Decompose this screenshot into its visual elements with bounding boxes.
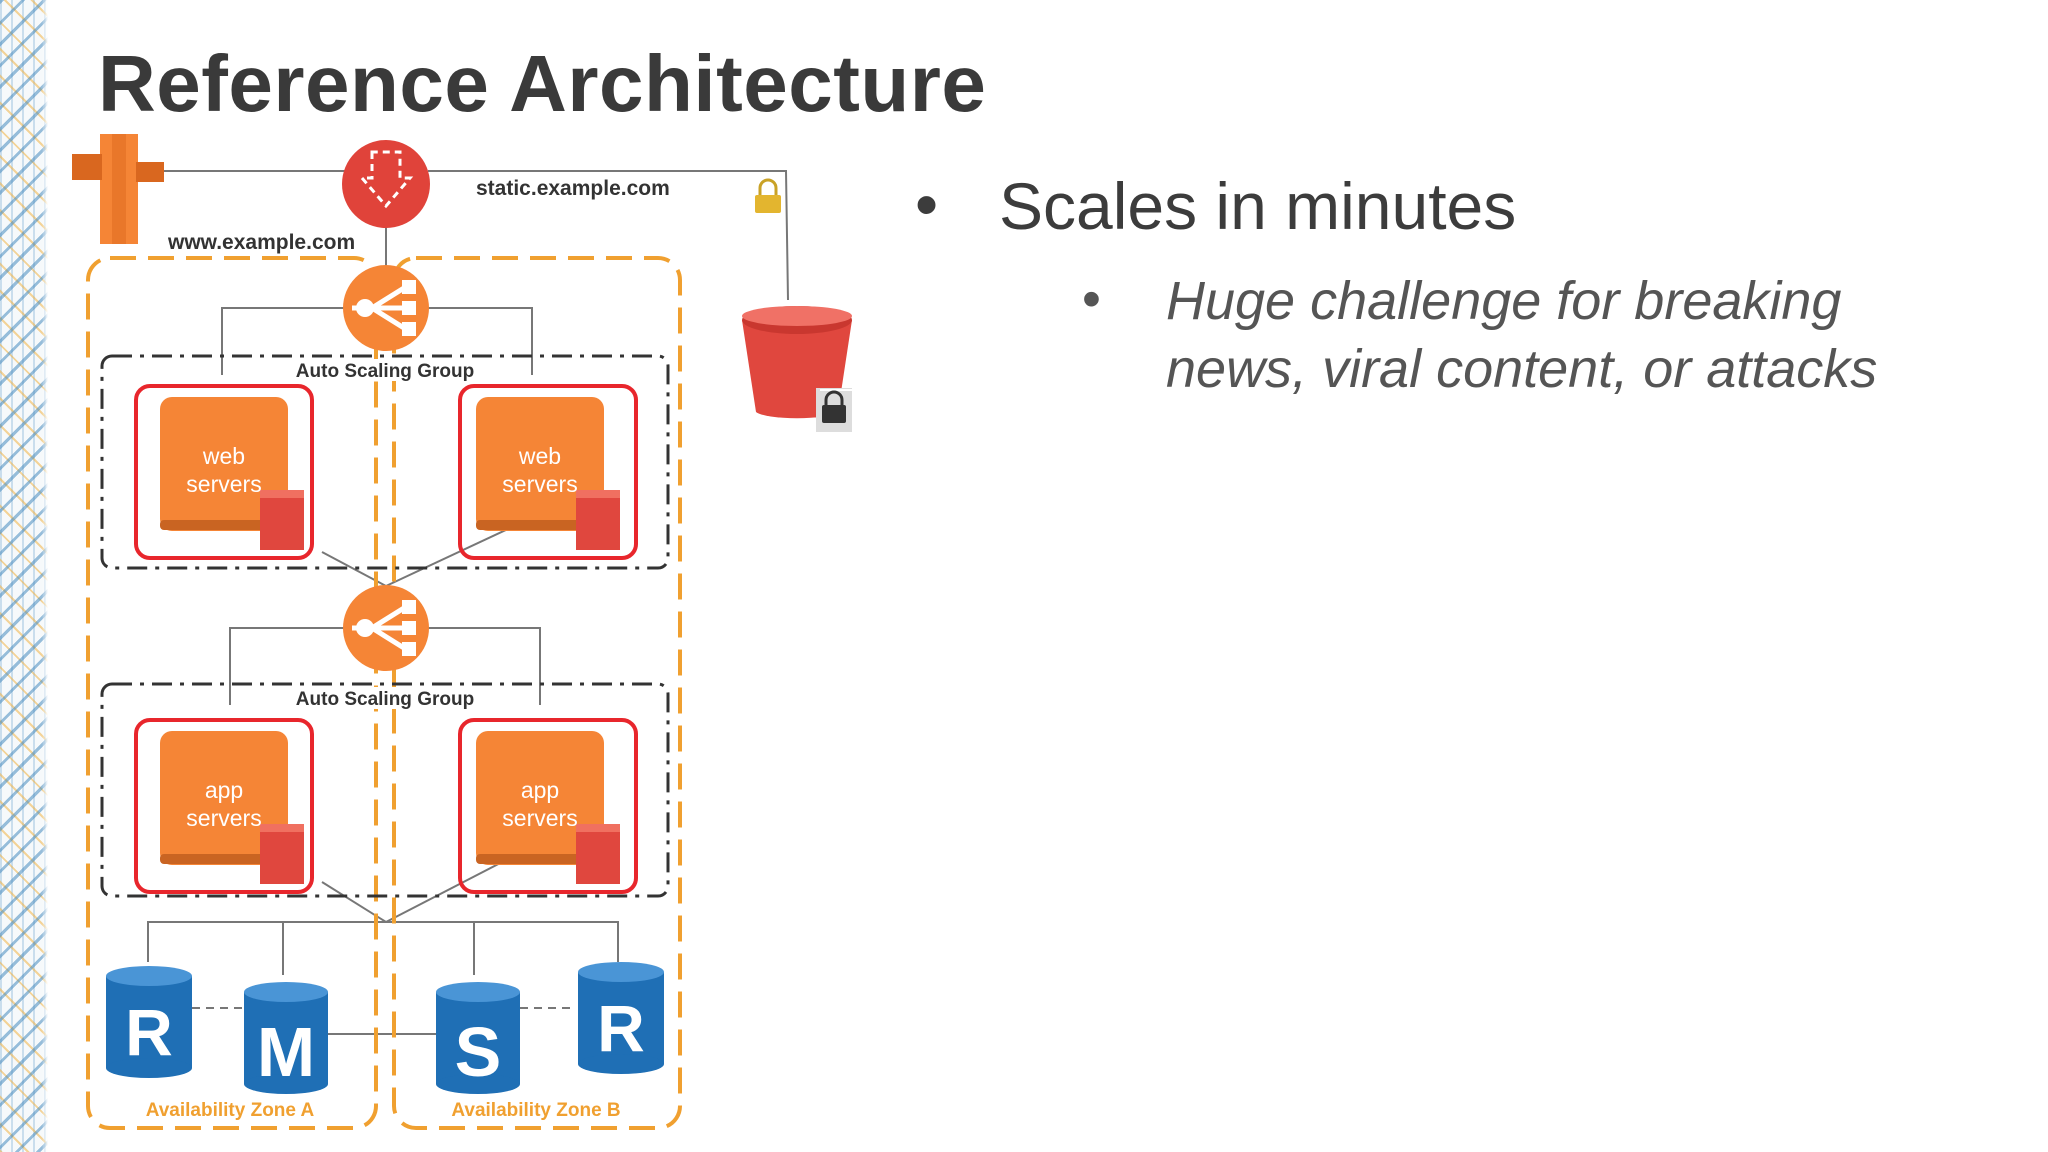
db-standby-letter: S xyxy=(455,1013,502,1091)
db-read-replica-letter: R xyxy=(597,991,645,1065)
bullet-dot: • xyxy=(1082,269,1101,329)
elb-icon xyxy=(343,265,429,351)
s3-bucket-icon xyxy=(742,306,852,432)
app-servers-label-line2: servers xyxy=(186,805,261,831)
app-servers-label-line1: app xyxy=(521,777,559,803)
rds-db-icon: R xyxy=(106,966,192,1078)
web-servers-instance-b: web servers xyxy=(458,384,638,560)
web-servers-instance-a: web servers xyxy=(134,384,314,560)
db-master-letter: M xyxy=(257,1013,315,1091)
bullet-level-2-line-2: news, viral content, or attacks xyxy=(1166,339,1878,399)
availability-zone-b-label: Availability Zone B xyxy=(451,1100,620,1121)
decorative-side-pattern xyxy=(0,0,48,1152)
auto-scaling-group-web-label: Auto Scaling Group xyxy=(296,361,474,382)
auto-scaling-group-app-box xyxy=(100,682,670,898)
availability-zone-a-label: Availability Zone A xyxy=(146,1100,315,1121)
web-servers-label-line1: web xyxy=(202,443,245,469)
rds-db-icon: M xyxy=(244,982,328,1094)
bullet-level-2-line-1: Huge challenge for breaking xyxy=(1166,271,1842,331)
app-servers-label-line1: app xyxy=(205,777,243,803)
app-servers-instance-a: app servers xyxy=(134,718,314,894)
db-read-replica-letter: R xyxy=(125,995,173,1069)
rds-db-icon: R xyxy=(578,962,664,1074)
app-servers-instance-b: app servers xyxy=(458,718,638,894)
web-servers-label-line2: servers xyxy=(186,471,261,497)
bullet-dot: • xyxy=(915,167,939,241)
web-servers-label-line2: servers xyxy=(502,471,577,497)
connection-lines xyxy=(147,170,789,1035)
slide-title: Reference Architecture xyxy=(98,39,987,128)
www-domain-label: www.example.com xyxy=(167,231,355,254)
bullet-level-1-text: Scales in minutes xyxy=(999,169,1517,243)
rds-db-icon: S xyxy=(436,982,520,1094)
auto-scaling-group-web-box xyxy=(100,354,670,570)
lock-icon xyxy=(822,390,846,423)
auto-scaling-group-app-label: Auto Scaling Group xyxy=(296,689,474,710)
static-domain-label: static.example.com xyxy=(476,177,670,200)
route53-icon xyxy=(342,140,430,228)
web-servers-label-line1: web xyxy=(518,443,561,469)
elb-icon xyxy=(343,585,429,671)
app-servers-label-line2: servers xyxy=(502,805,577,831)
cloudfront-icon xyxy=(72,134,164,244)
lock-icon xyxy=(755,178,781,213)
